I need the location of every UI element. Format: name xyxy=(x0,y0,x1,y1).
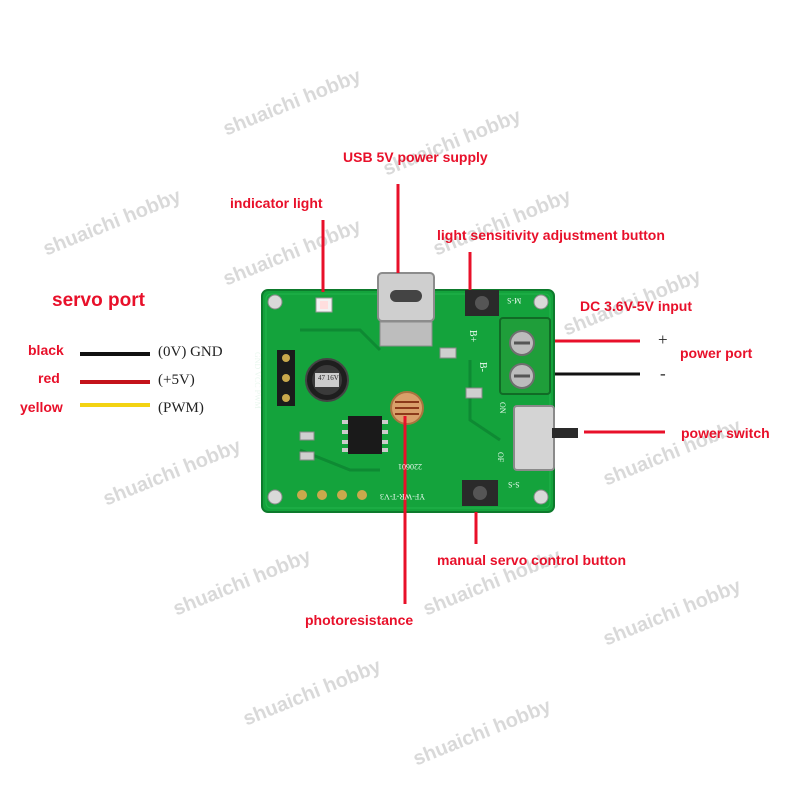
sensitivity-button xyxy=(465,290,499,316)
power-switch-callout: power switch xyxy=(681,425,770,441)
silk-ss: S-S xyxy=(508,480,520,489)
wire-5v-text: (+5V) xyxy=(158,372,195,388)
indicator-led xyxy=(315,297,333,313)
polarity-plus: + xyxy=(658,330,668,349)
silk-bplus: B+ xyxy=(467,330,478,343)
bottom-pins xyxy=(297,490,367,500)
servo-header xyxy=(277,350,295,406)
power-switch xyxy=(513,405,578,471)
wire-black-label: black xyxy=(28,342,64,358)
power-port-callout: power port xyxy=(680,345,753,361)
manual-callout: manual servo control button xyxy=(437,552,627,568)
manual-button xyxy=(462,480,498,506)
sensitivity-callout: light sensitivity adjustment button xyxy=(437,227,665,243)
wire-red-label: red xyxy=(38,370,60,386)
photoresistor xyxy=(390,391,424,425)
silk-on: ON xyxy=(498,402,507,414)
wire-pwm-text: (PWM) xyxy=(158,400,204,416)
wire-gnd-text: (0V) GND xyxy=(158,344,223,360)
silk-ms: M-S xyxy=(507,296,522,305)
silk-header: GND VCC PWM xyxy=(253,352,262,409)
ic-chip xyxy=(342,416,388,454)
silk-cap: 47 16V xyxy=(318,374,339,382)
servo-wires xyxy=(80,352,150,407)
leader-lines xyxy=(321,184,665,604)
capacitor xyxy=(305,358,349,402)
indicator-callout: indicator light xyxy=(230,195,323,211)
silk-off: OF xyxy=(496,452,505,463)
silk-date: 220601 xyxy=(398,462,422,471)
wire-yellow-label: yellow xyxy=(20,399,63,415)
servo-port-title: servo port xyxy=(52,290,145,311)
silk-code: YF-WR-T-V3 xyxy=(380,492,426,501)
dc-input-callout: DC 3.6V-5V input xyxy=(580,298,693,314)
polarity-minus: - xyxy=(660,364,666,383)
silk-bminus: B- xyxy=(477,362,488,372)
usb-callout: USB 5V power supply xyxy=(343,149,488,165)
usb-port xyxy=(377,272,435,347)
photoresistance-callout: photoresistance xyxy=(305,612,414,628)
screw-terminal xyxy=(499,317,551,395)
